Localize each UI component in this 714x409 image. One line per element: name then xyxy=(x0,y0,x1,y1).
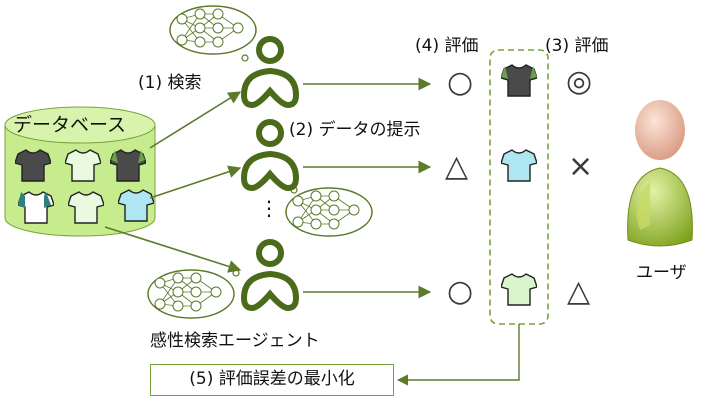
minimize-arrow xyxy=(396,324,520,386)
user-eval-3: △ xyxy=(567,274,591,309)
agent-icon-3 xyxy=(244,242,296,308)
search-arrows xyxy=(104,91,242,273)
agent-eval-1: ○ xyxy=(447,65,474,100)
database-label: データベース xyxy=(13,114,127,136)
user-eval-2: × xyxy=(568,149,594,184)
nn-bubble-top xyxy=(169,5,257,62)
agent-eval-label: (4) 評価 xyxy=(415,36,479,56)
presented-tshirt-3 xyxy=(501,273,537,306)
presented-tshirt-1 xyxy=(501,64,537,97)
user-eval-label: (3) 評価 xyxy=(545,36,609,56)
nn-bubble-middle xyxy=(285,186,373,237)
agents-label: 感性検索エージェント xyxy=(150,331,320,351)
user-icon xyxy=(627,100,693,247)
database-tshirts xyxy=(15,149,154,224)
user-label: ユーザ xyxy=(636,263,687,283)
minimize-result-box: (5) 評価誤差の最小化 xyxy=(150,364,394,396)
agent-eval-2: △ xyxy=(445,149,469,184)
presented-tshirt-2 xyxy=(501,149,537,182)
present-label: (2) データの提示 xyxy=(289,120,421,140)
agent-ellipsis: ⋮ xyxy=(259,196,279,220)
agent-icon-1 xyxy=(244,39,296,105)
present-arrows xyxy=(303,77,432,299)
search-label: (1) 検索 xyxy=(138,73,202,93)
nn-bubble-bottom xyxy=(147,269,240,319)
agent-eval-3: ○ xyxy=(447,274,474,309)
user-eval-1: ◎ xyxy=(566,64,593,99)
